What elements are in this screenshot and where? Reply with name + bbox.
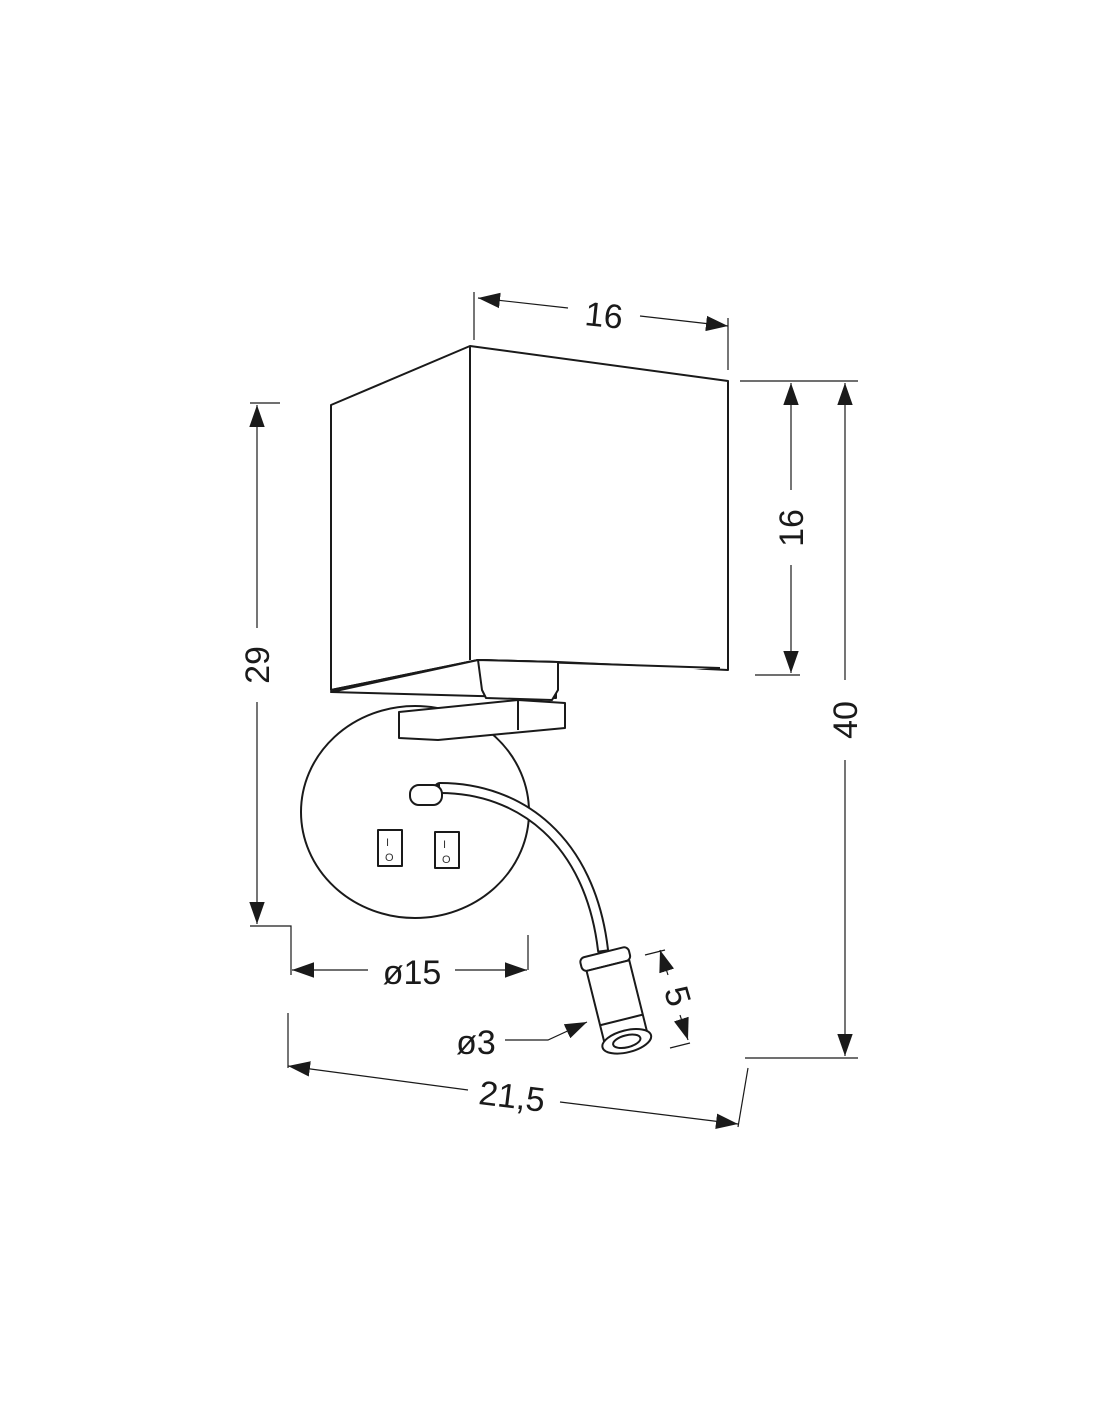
svg-text:21,5: 21,5 xyxy=(477,1074,547,1120)
svg-text:I: I xyxy=(443,839,446,851)
switch-2: I O xyxy=(434,831,460,869)
svg-text:16: 16 xyxy=(773,509,811,547)
svg-text:5: 5 xyxy=(656,982,698,1011)
dim-head-length: 5 xyxy=(644,949,698,1049)
svg-text:ø3: ø3 xyxy=(456,1024,496,1062)
svg-text:40: 40 xyxy=(827,701,865,739)
dim-lamp-height: 29 xyxy=(239,402,292,975)
dim-total-depth: 21,5 xyxy=(287,1013,749,1129)
dim-shade-width: 16 xyxy=(473,292,729,370)
svg-text:16: 16 xyxy=(583,295,625,337)
reading-head xyxy=(579,946,653,1055)
dim-head-diameter: ø3 xyxy=(456,1021,588,1062)
dim-shade-height: 16 xyxy=(740,380,811,676)
shade-mount xyxy=(330,659,566,741)
dim-total-height: 40 xyxy=(745,380,865,1059)
switch-1: I O xyxy=(377,829,403,867)
svg-text:O: O xyxy=(442,854,451,866)
svg-text:ø15: ø15 xyxy=(383,954,442,992)
lamp-shade xyxy=(330,345,729,691)
svg-text:29: 29 xyxy=(239,646,277,684)
svg-text:I: I xyxy=(386,837,389,849)
gooseneck-arm xyxy=(409,782,609,956)
dim-plate-diameter: ø15 xyxy=(292,935,529,992)
svg-text:O: O xyxy=(385,852,394,864)
